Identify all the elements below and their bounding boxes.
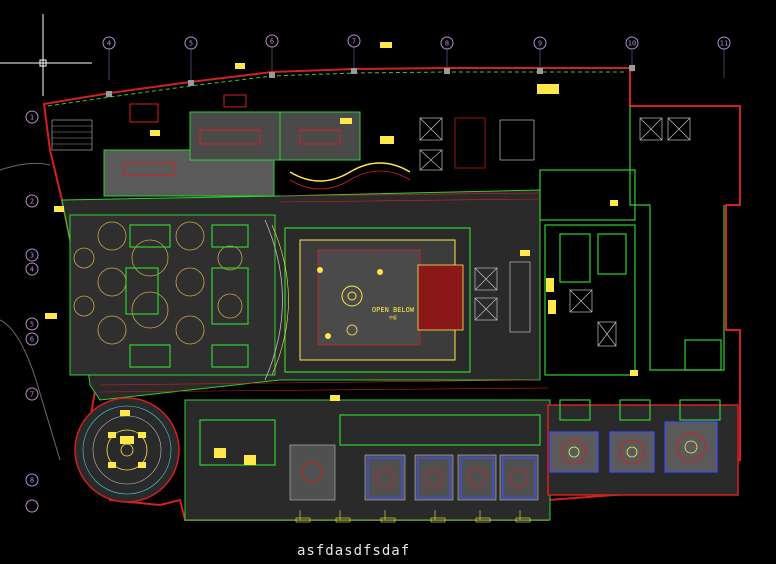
corridor (99, 192, 549, 393)
svg-text:4: 4 (107, 40, 111, 48)
svg-text:7: 7 (352, 38, 356, 46)
grid-bubble-left-8: 8 (25, 473, 39, 487)
grid-top: 4 5 6 7 8 9 10 11 (102, 34, 731, 80)
svg-text:3: 3 (30, 252, 34, 260)
site-boundary-curve (0, 162, 61, 461)
svg-text:2: 2 (30, 198, 34, 206)
svg-text:8: 8 (30, 477, 34, 485)
grid-bubble-left-3: 3 (25, 248, 39, 262)
grid-bubble-top-2: 5 (184, 36, 198, 80)
outer-wall (42, 67, 741, 521)
drawing-caption: asfdasdfsdaf (297, 543, 411, 559)
grid-bubble-top-4: 7 (347, 34, 361, 72)
banquet-rooms (547, 399, 739, 496)
grid-bubble-top-6: 9 (533, 36, 547, 72)
svg-text:1: 1 (30, 114, 34, 122)
grid-bubble-top-3: 6 (265, 34, 279, 75)
grid-bubble-top-8: 11 (717, 36, 731, 78)
crosshair-cursor (0, 14, 92, 96)
grid-left: 1 2 3 4 5 6 7 8 (25, 110, 39, 513)
svg-text:11: 11 (720, 40, 728, 48)
svg-text:9: 9 (538, 40, 542, 48)
round-pavilion (74, 397, 180, 503)
grid-bubble-left-4: 4 (25, 262, 39, 276)
annotation-marks (45, 42, 638, 465)
atrium: OPEN BELOW 中庭 (284, 227, 471, 373)
svg-text:7: 7 (30, 391, 34, 399)
top-perimeter-dashes (47, 71, 626, 107)
svg-text:5: 5 (189, 40, 193, 48)
grid-bubble-left-1: 1 (25, 110, 39, 124)
grid-bubble-left-7: 7 (25, 387, 39, 401)
grid-bubble-left-2: 2 (25, 194, 39, 208)
ballroom (69, 214, 289, 381)
curved-ribbon (289, 162, 411, 182)
column-markers (106, 65, 635, 97)
svg-text:6: 6 (270, 38, 274, 46)
grid-bubble-left-6: 6 (25, 332, 39, 346)
grid-bubble-left-5: 5 (25, 317, 39, 331)
bottom-callouts (295, 510, 531, 523)
svg-text:8: 8 (445, 40, 449, 48)
grid-bubble-top-5: 8 (440, 36, 454, 72)
grid-bubble-top-1: 4 (102, 36, 116, 80)
upper-left-block (51, 94, 361, 197)
svg-text:5: 5 (30, 321, 34, 329)
elevator-cores (419, 117, 691, 347)
right-wing-walls (539, 106, 725, 376)
svg-text:4: 4 (30, 266, 34, 274)
open-below-label: OPEN BELOW (372, 306, 415, 314)
private-rooms (184, 399, 551, 521)
open-below-sublabel: 中庭 (389, 314, 397, 320)
svg-text:6: 6 (30, 336, 34, 344)
svg-text:10: 10 (628, 40, 636, 48)
